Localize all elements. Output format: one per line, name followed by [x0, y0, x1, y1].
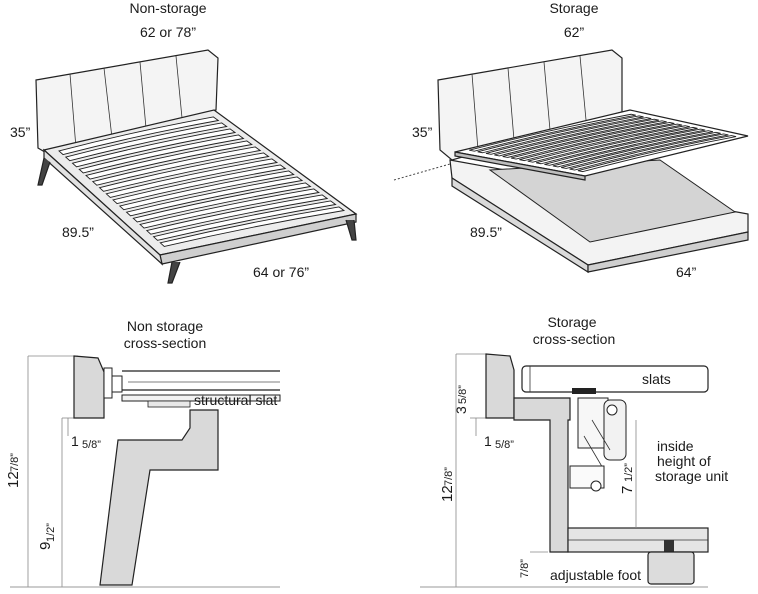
bed-slat — [519, 123, 683, 162]
bed-slat — [71, 128, 237, 168]
storage-title: Storage — [549, 0, 598, 16]
bed-slat — [577, 135, 737, 173]
ns-leg-height-dimension: 9 1/2” — [37, 523, 57, 550]
bed-slat — [527, 125, 690, 163]
adjustable-foot-label: adjustable foot — [550, 567, 641, 583]
bed-slat — [159, 206, 346, 247]
bed-slat — [469, 113, 636, 152]
st-foot-dimension: 7/8” — [519, 559, 531, 578]
inside-label-3: storage unit — [655, 468, 728, 484]
st-rail-dimension-frac: 5/8” — [495, 439, 514, 451]
storage-cross-section — [420, 353, 709, 588]
bed-slat — [552, 130, 714, 168]
bed-slat — [112, 164, 287, 205]
bed-slat — [485, 117, 652, 155]
svg-text:1/2”: 1/2” — [45, 523, 57, 542]
bed-slat — [477, 115, 644, 154]
storage-bed-illustration — [393, 49, 749, 274]
non-storage-title: Non-storage — [129, 0, 206, 16]
non-storage-bed-illustration — [35, 49, 358, 284]
storage-height-label: 35” — [412, 124, 433, 140]
non-storage-depth-label: 64 or 76” — [253, 264, 309, 280]
svg-text:7/8”: 7/8” — [443, 467, 455, 486]
bed-slat — [152, 200, 337, 241]
storage-length-label: 89.5” — [470, 224, 502, 240]
svg-text:12: 12 — [439, 485, 456, 502]
svg-text:7/8”: 7/8” — [9, 453, 21, 472]
ns-rail-dimension-int: 1 — [71, 433, 79, 449]
bed-slat — [139, 188, 320, 229]
bed-slat — [78, 134, 245, 174]
inside-label-1: inside — [657, 438, 694, 454]
bed-slat — [125, 176, 304, 217]
ns-cross-title-2: cross-section — [124, 335, 206, 351]
lift-mechanism — [569, 397, 627, 492]
non-storage-height-label: 35” — [10, 124, 31, 140]
bed-slat — [58, 116, 220, 156]
svg-text:12: 12 — [5, 471, 22, 488]
bed-slat — [569, 133, 729, 171]
svg-text:5/8”: 5/8” — [457, 385, 469, 404]
bed-slat — [510, 122, 675, 160]
slats-label: slats — [642, 371, 671, 387]
ns-cross-title-1: Non storage — [127, 318, 203, 334]
bed-slat — [502, 120, 667, 158]
bed-slat — [85, 140, 253, 180]
svg-text:3: 3 — [453, 406, 469, 414]
bed-slat — [535, 126, 698, 165]
st-cross-title-2: cross-section — [533, 331, 615, 347]
svg-text:7: 7 — [619, 486, 636, 494]
non-storage-width-label: 62 or 78” — [140, 24, 196, 40]
st-rail-dimension-int: 1 — [484, 433, 492, 449]
svg-text:7/8”: 7/8” — [519, 559, 531, 578]
ns-total-height-dimension: 12 7/8” — [5, 453, 22, 488]
bed-slat — [132, 182, 312, 223]
bed-slat — [98, 152, 270, 192]
storage-depth-label: 64” — [676, 264, 697, 280]
bed-slat — [494, 118, 660, 157]
st-cross-title-1: Storage — [547, 314, 596, 330]
svg-text:1/2”: 1/2” — [623, 463, 635, 482]
bed-slat — [91, 146, 262, 186]
bed-slat — [145, 194, 329, 235]
bed-slat — [64, 122, 228, 162]
non-storage-cross-section — [10, 355, 281, 588]
svg-text:9: 9 — [37, 542, 54, 550]
st-total-height-dimension: 12 7/8” — [439, 467, 456, 502]
non-storage-length-label: 89.5” — [62, 224, 94, 240]
bed-slat — [561, 131, 721, 169]
st-inside-height-dimension: 7 1/2” — [619, 463, 636, 494]
structural-slat-label: structural slat — [194, 392, 277, 408]
storage-width-label: 62” — [564, 24, 585, 40]
bed-slat — [105, 158, 279, 198]
bed-slat — [544, 128, 706, 166]
inside-label-2: height of — [657, 453, 711, 469]
bed-slat — [118, 170, 295, 211]
st-rail-height-dimension: 3 5/8” — [453, 385, 469, 414]
ns-rail-dimension-frac: 5/8” — [82, 439, 101, 451]
